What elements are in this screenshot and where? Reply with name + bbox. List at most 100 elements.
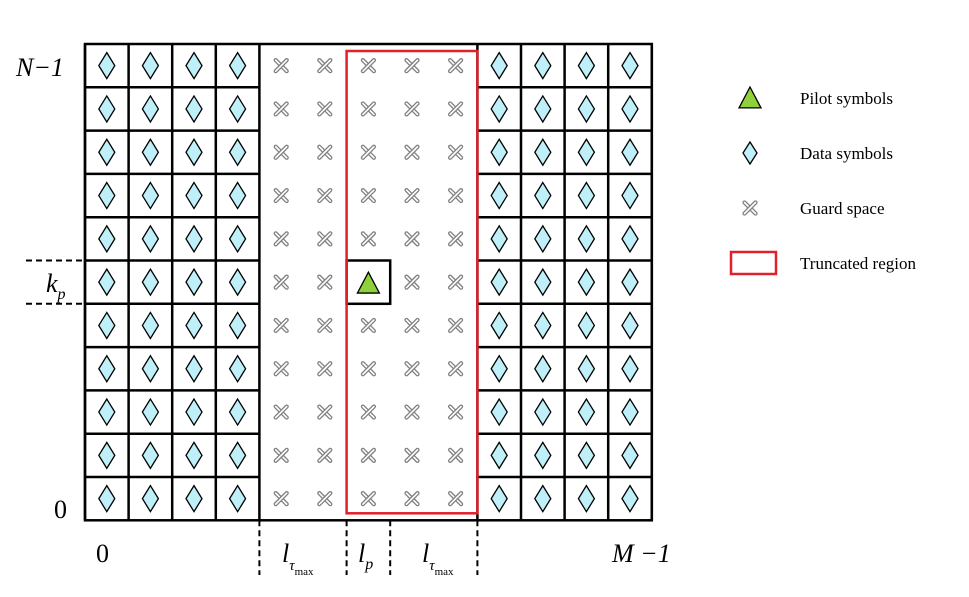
data-symbol-diamond	[185, 484, 203, 513]
cross-stroke-inner	[405, 145, 419, 159]
data-symbol-diamond	[98, 94, 116, 124]
guard-symbol-cross	[448, 491, 464, 507]
guard-symbol-cross	[404, 187, 420, 204]
cross-stroke-inner	[274, 405, 288, 419]
y-label-pilot: kp	[46, 269, 66, 303]
legend-rect-icon	[729, 250, 778, 276]
data-symbol-diamond	[141, 484, 160, 513]
guard-symbol-cross	[448, 101, 464, 117]
guard-symbol-cross	[360, 187, 376, 204]
legend-item-diamond: Data symbols	[742, 140, 893, 166]
guard-symbol-cross	[448, 231, 464, 247]
guard-symbol-cross	[317, 274, 333, 290]
x-label-l-tau-max-1: lτmax	[282, 539, 314, 578]
cross-stroke-inner	[318, 59, 332, 72]
cross-stroke-inner	[318, 189, 332, 202]
cross-stroke-inner	[274, 275, 288, 289]
guard-symbol-cross	[273, 361, 289, 377]
data-symbol-diamond	[185, 441, 203, 470]
x-label-left: 0	[96, 539, 109, 568]
data-symbol-diamond	[621, 138, 639, 167]
cross-stroke-inner	[362, 189, 375, 202]
guard-symbol-cross	[317, 144, 333, 160]
cross-stroke-inner	[743, 201, 757, 215]
data-symbol-diamond	[534, 224, 552, 254]
cross-stroke-inner	[405, 189, 419, 202]
cross-stroke-inner	[449, 145, 462, 159]
guard-symbol-cross	[273, 404, 289, 420]
data-symbol-diamond	[577, 484, 596, 513]
data-symbol-diamond	[490, 51, 508, 80]
data-symbol-diamond	[98, 441, 116, 470]
data-symbol-diamond	[534, 94, 552, 124]
cross-stroke-inner	[449, 319, 462, 332]
data-symbol-diamond	[534, 354, 552, 383]
guard-symbol-cross	[404, 144, 420, 160]
cross-stroke-inner	[405, 362, 419, 376]
data-symbol-diamond	[141, 94, 160, 124]
axis-annotations: N−1 0 kp 0 M −1 lτmax lp lτmax	[15, 53, 671, 578]
guard-symbol-cross	[404, 447, 420, 463]
truncated-region-rect	[345, 49, 479, 515]
data-symbol-diamond	[98, 51, 116, 80]
data-symbol-diamond	[534, 441, 552, 470]
guard-symbol-cross	[404, 491, 420, 507]
cross-stroke-inner	[318, 449, 332, 462]
cross-stroke-inner	[405, 492, 419, 505]
data-symbol-diamond	[577, 224, 596, 254]
guard-symbol-cross	[317, 58, 333, 74]
guard-symbol-cross	[317, 101, 333, 117]
cross-stroke-inner	[449, 492, 462, 505]
data-symbol-diamond	[490, 224, 508, 254]
data-symbol-diamond	[98, 311, 116, 340]
cross-stroke-inner	[318, 405, 332, 419]
data-symbol-diamond	[534, 181, 552, 210]
data-symbol-diamond	[185, 94, 203, 124]
cross-stroke-inner	[449, 275, 462, 289]
data-symbol-diamond	[141, 354, 160, 383]
cross-stroke-inner	[362, 362, 375, 376]
legend-label: Truncated region	[800, 254, 916, 273]
legend-label: Data symbols	[800, 144, 893, 163]
cross-stroke-inner	[318, 362, 332, 376]
data-symbol-diamond	[490, 397, 508, 427]
guard-symbol-cross	[448, 361, 464, 377]
cross-stroke-inner	[405, 319, 419, 332]
data-symbol-diamond	[185, 224, 203, 254]
data-symbol-diamond	[577, 397, 596, 427]
data-symbol-diamond	[185, 397, 203, 427]
data-symbol-diamond	[621, 311, 639, 340]
data-symbol-diamond	[577, 354, 596, 383]
guard-symbol-cross	[317, 317, 333, 334]
cross-stroke-inner	[274, 319, 288, 332]
data-symbol-diamond	[228, 181, 247, 210]
data-symbol-diamond	[490, 441, 508, 470]
data-symbol-diamond	[141, 138, 160, 167]
guard-symbol-cross	[317, 447, 333, 463]
cross-stroke-inner	[318, 275, 332, 289]
data-symbol-diamond	[577, 181, 596, 210]
guard-symbol-cross	[317, 361, 333, 377]
data-symbol-diamond	[141, 397, 160, 427]
data-symbol-diamond	[228, 311, 247, 340]
guard-symbol-cross	[273, 317, 289, 334]
cross-stroke-inner	[405, 59, 419, 72]
data-symbol-diamond	[577, 441, 596, 470]
data-symbol-diamond	[490, 138, 508, 167]
guard-symbol-cross	[360, 317, 376, 334]
data-symbol-diamond	[490, 181, 508, 210]
data-symbol-diamond	[577, 267, 596, 297]
data-symbol-diamond	[490, 354, 508, 383]
y-label-top: N−1	[15, 53, 64, 82]
cross-stroke-inner	[318, 319, 332, 332]
data-symbol-diamond	[228, 354, 247, 383]
cross-stroke-inner	[274, 232, 288, 246]
data-symbol-diamond	[621, 94, 639, 124]
cross-stroke-inner	[274, 362, 288, 376]
data-symbol-diamond	[534, 397, 552, 427]
cross-stroke-inner	[274, 102, 288, 116]
data-symbol-diamond	[98, 484, 116, 513]
data-symbol-diamond	[98, 138, 116, 167]
cross-stroke-inner	[449, 405, 462, 419]
